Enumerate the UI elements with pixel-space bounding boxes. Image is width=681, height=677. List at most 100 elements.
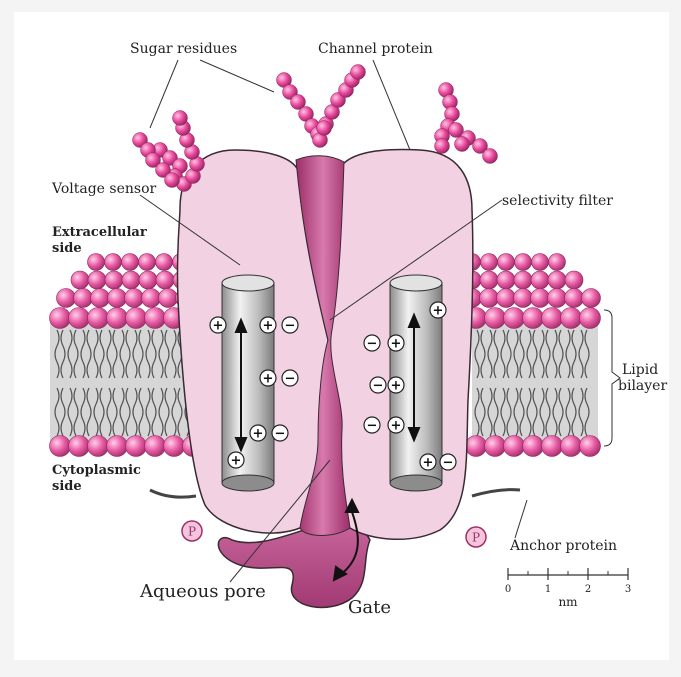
lipid-head-group (107, 308, 128, 329)
phosphate-left: P (182, 521, 202, 541)
positive-charge: + (391, 337, 402, 352)
lipid-head-group (105, 254, 122, 271)
lipid-head-group (88, 271, 106, 289)
lipid-bilayer-label-line1: Lipid (622, 362, 658, 378)
lipid-head-group (523, 308, 544, 329)
sugar-residues-label: Sugar residues (130, 41, 237, 57)
lipid-head-group (466, 436, 487, 457)
lipid-head-group (561, 436, 582, 457)
lipid-head-group (481, 254, 498, 271)
lipid-head-group (107, 436, 128, 457)
lipid-head-group (122, 271, 140, 289)
voltage-sensor-label: Voltage sensor (51, 181, 157, 197)
lipid-head-group (71, 271, 89, 289)
sugar-unit (351, 65, 366, 80)
lipid-head-group (145, 436, 166, 457)
aqueous-pore-label: Aqueous pore (139, 581, 266, 602)
lipid-bilayer-label-line2: bilayer (618, 378, 667, 394)
lipid-head-group (561, 308, 582, 329)
positive-charge: + (231, 454, 242, 469)
negative-charge: − (367, 337, 378, 352)
scale-tick-2: 2 (585, 584, 591, 595)
lipid-head-group (74, 289, 93, 308)
lipid-head-group (88, 254, 105, 271)
lipid-head-group (497, 289, 516, 308)
positive-charge: + (263, 319, 274, 334)
negative-charge: − (285, 319, 296, 334)
lipid-head-group (485, 436, 506, 457)
sugar-unit (165, 173, 180, 188)
lipid-head-group (156, 271, 174, 289)
lipid-head-group (498, 254, 515, 271)
lipid-head-group (142, 289, 161, 308)
lipid-head-group (514, 271, 532, 289)
lipid-head-group (580, 436, 601, 457)
lipid-head-group (497, 271, 515, 289)
positive-charge: + (213, 319, 224, 334)
lipid-head-group (580, 308, 601, 329)
lipid-head-group (504, 436, 525, 457)
lipid-head-group (565, 289, 584, 308)
cytoplasmic-side-label-line2: side (52, 479, 82, 494)
lipid-head-group (531, 271, 549, 289)
lipid-head-group (480, 289, 499, 308)
lipid-head-group (50, 308, 71, 329)
lipid-head-group (156, 254, 173, 271)
positive-charge: + (433, 304, 444, 319)
lipid-head-group (523, 436, 544, 457)
anchor-protein-label: Anchor protein (509, 538, 617, 554)
lipid-head-group (164, 436, 185, 457)
scale-tick-3: 3 (625, 584, 631, 595)
negative-charge: − (443, 456, 454, 471)
sugar-unit (317, 121, 332, 136)
lipid-head-group (105, 271, 123, 289)
phosphate-right: P (466, 527, 486, 547)
sugar-unit (435, 139, 450, 154)
lipid-head-group (549, 254, 566, 271)
lipid-head-group (532, 254, 549, 271)
lipid-head-group (548, 289, 567, 308)
lipid-head-group (504, 308, 525, 329)
sugar-unit (173, 111, 188, 126)
phosphate-left-label: P (188, 525, 196, 539)
lipid-head-group (91, 289, 110, 308)
negative-charge: − (367, 419, 378, 434)
channel-protein-label: Channel protein (318, 41, 433, 57)
lipid-head-group (126, 436, 147, 457)
positive-charge: + (423, 456, 434, 471)
sugar-unit (483, 149, 498, 164)
lipid-head-group (125, 289, 144, 308)
lipid-head-group (50, 436, 71, 457)
lipid-head-group (122, 254, 139, 271)
lipid-head-group (548, 271, 566, 289)
sugar-unit (455, 137, 470, 152)
extracellular-side-label-line2: side (52, 241, 82, 256)
negative-charge: − (275, 427, 286, 442)
scale-unit: nm (558, 595, 578, 609)
lipid-head-group (159, 289, 178, 308)
lipid-head-group (480, 271, 498, 289)
scale-tick-1: 1 (545, 584, 551, 595)
lipid-head-group (108, 289, 127, 308)
positive-charge: + (263, 372, 274, 387)
lipid-head-group (565, 271, 583, 289)
scale-tick-0: 0 (505, 584, 511, 595)
positive-charge: + (391, 379, 402, 394)
lipid-head-group (515, 254, 532, 271)
gate-label: Gate (348, 597, 391, 618)
lipid-head-group (514, 289, 533, 308)
lipid-head-group (531, 289, 550, 308)
extracellular-side-label-line1: Extracellular (52, 225, 147, 240)
cytoplasmic-side-label-line1: Cytoplasmic (52, 463, 141, 478)
negative-charge: − (373, 379, 384, 394)
lipid-head-group (126, 308, 147, 329)
lipid-head-group (542, 436, 563, 457)
positive-charge: + (391, 419, 402, 434)
positive-charge: + (253, 427, 264, 442)
lipid-head-group (145, 308, 166, 329)
lipid-head-group (88, 308, 109, 329)
lipid-head-group (69, 436, 90, 457)
lipid-head-group (542, 308, 563, 329)
